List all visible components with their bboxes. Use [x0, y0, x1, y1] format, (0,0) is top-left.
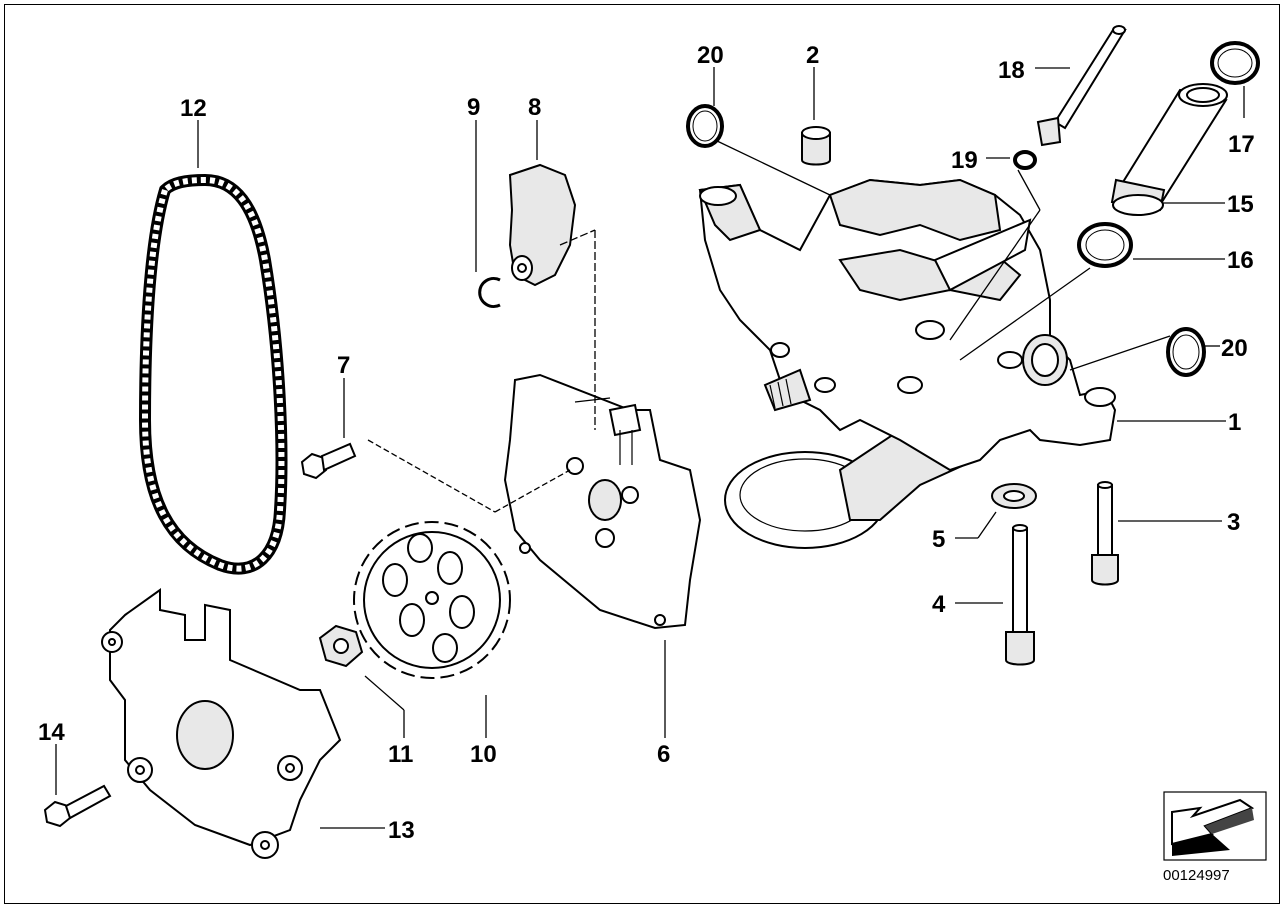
callout-10: 10 — [470, 741, 497, 768]
callout-20-top: 20 — [697, 42, 724, 69]
washer-5 — [991, 483, 1037, 509]
callout-11: 11 — [388, 741, 413, 768]
callout-18: 18 — [998, 57, 1025, 84]
o-ring-19 — [1013, 150, 1037, 170]
callout-9: 9 — [467, 94, 480, 121]
callout-7: 7 — [337, 352, 350, 379]
bolt-14 — [43, 784, 112, 828]
callout-6: 6 — [657, 741, 670, 768]
diagram-id: 00124997 — [1163, 867, 1230, 884]
callout-15: 15 — [1227, 191, 1254, 218]
sleeve-2 — [801, 126, 831, 166]
callout-13: 13 — [388, 817, 415, 844]
direction-arrow-icon — [1163, 791, 1267, 861]
leader-lines — [55, 67, 1245, 829]
bolt-3 — [1091, 481, 1119, 586]
pump-cover-6 — [503, 373, 702, 630]
o-ring-16 — [1077, 222, 1133, 268]
nut-11 — [318, 624, 364, 668]
circlip-9 — [478, 277, 501, 308]
oil-pump-assembly-1 — [698, 178, 1117, 549]
callout-17: 17 — [1228, 131, 1255, 158]
callout-4: 4 — [932, 591, 946, 618]
callout-16: 16 — [1227, 247, 1254, 274]
dipstick-tube-18 — [1036, 25, 1127, 147]
callout-14: 14 — [38, 719, 65, 746]
callout-20-right: 20 — [1221, 335, 1248, 362]
chain-cover — [101, 588, 342, 859]
chain-tensioner-8 — [508, 163, 577, 287]
diagram-frame — [4, 4, 1280, 904]
callout-1: 1 — [1228, 409, 1241, 436]
seal-ring-17 — [1210, 41, 1260, 85]
timing-chain — [138, 173, 288, 575]
o-ring-20-right — [1166, 327, 1206, 377]
bolt-4 — [1005, 524, 1035, 666]
callout-2: 2 — [806, 42, 819, 69]
pipe-15 — [1110, 83, 1228, 216]
callout-19: 19 — [951, 147, 978, 174]
callout-3: 3 — [1227, 509, 1240, 536]
callout-12: 12 — [180, 95, 207, 122]
o-ring-20-top — [686, 104, 724, 148]
callout-5: 5 — [932, 526, 945, 553]
callout-8: 8 — [528, 94, 541, 121]
sprocket-10 — [353, 521, 511, 679]
callout-labels: 12 9 8 20 2 18 19 17 15 16 20 1 3 5 4 7 … — [38, 42, 1255, 844]
bolt-7 — [300, 442, 357, 480]
